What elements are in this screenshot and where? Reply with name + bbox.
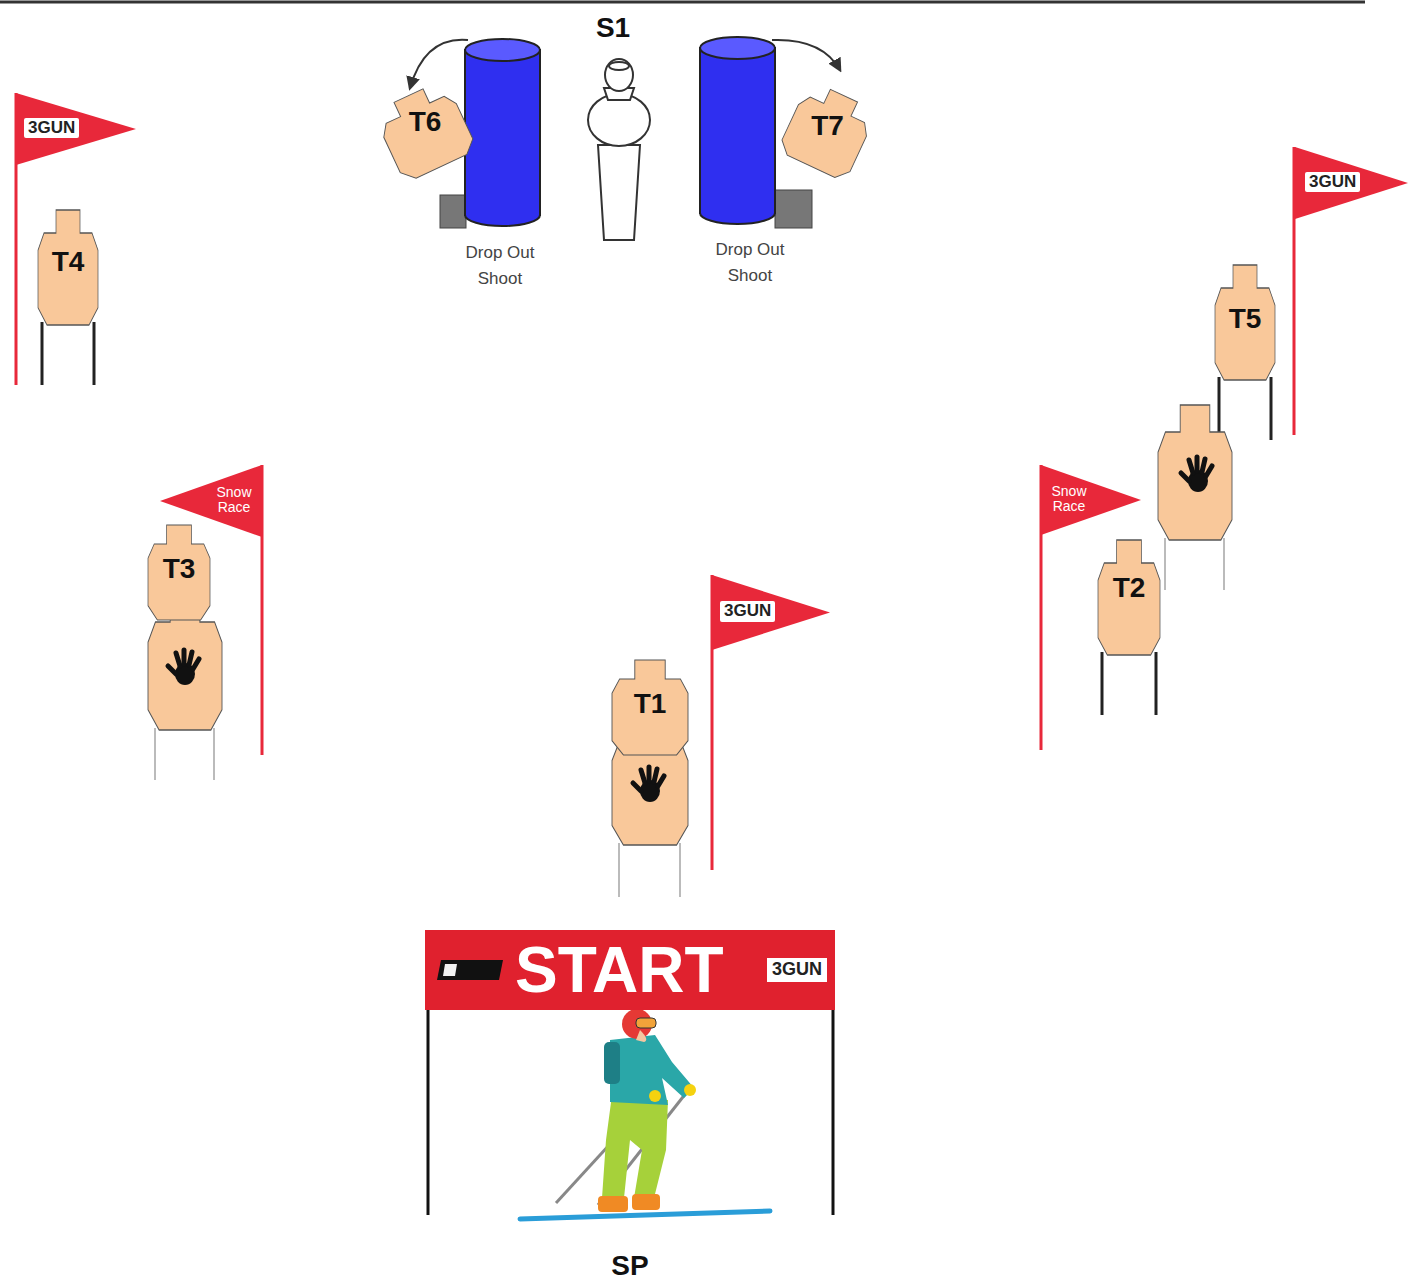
target-shape [612,660,688,755]
text-holder: 3GUN [1295,147,1408,219]
text-holder: T3 [148,525,210,620]
text-holder: T7 [790,92,865,170]
logo-text: 3GUN [767,958,827,982]
course-flag: Snow Race [160,465,262,537]
target-note: Drop Out Shoot [450,240,550,291]
target-number: T3 [163,555,196,583]
target-shape [1215,265,1275,380]
shooter-figure [588,59,650,240]
flag-shape [712,575,830,650]
start-banner: START 3GUN [425,930,835,1010]
flag-text: Snow Race [1047,484,1091,513]
swing-arrow [410,40,468,88]
paper-target: T1 [612,660,688,755]
paper-target: T4 [38,210,98,325]
paper-target: T5 [1215,265,1275,380]
target-number: T7 [811,112,844,140]
target-shape [1098,540,1160,655]
text-holder: Snow Race [1041,465,1141,535]
flag-shape [16,93,136,165]
flag-pole [16,93,1294,870]
no-shoot-target [1158,405,1232,540]
swing-arrow [772,40,840,70]
flag-shape [1041,465,1141,535]
target-stand [42,322,1271,715]
target-number: T1 [634,690,667,718]
text-holder: T6 [385,92,465,170]
text-holder: Snow Race [160,465,262,537]
text-holder: T1 [612,660,688,755]
target-shape [148,525,210,620]
flag-text: 3GUN [720,601,775,622]
base-plate [775,190,812,228]
banner-post [428,1005,833,1215]
top-rule [0,1,1365,4]
paper-target: T2 [1098,540,1160,655]
course-flag: Snow Race [1041,465,1141,535]
target-shape [38,210,98,325]
skier-figure [520,1009,770,1219]
flag-text: Snow Race [212,485,256,514]
target-number: T4 [52,248,85,276]
flag-text: 3GUN [1305,172,1360,193]
text-holder: T2 [1098,540,1160,655]
target-shape [777,80,878,182]
base-plate [440,195,466,228]
course-flag: 3GUN [16,93,136,165]
blue-barrel [465,39,540,226]
text-holder: 3GUN [16,93,136,165]
no-shoot-stand [155,538,1224,897]
target-shape [372,79,477,184]
paper-target: T6 [385,92,465,170]
target-number: T6 [409,108,442,136]
position-label: S1 [596,12,630,44]
text-holder: 3GUN [712,575,830,650]
target-number: T2 [1113,574,1146,602]
course-flag: 3GUN [1295,147,1408,219]
target-number: T5 [1229,305,1262,333]
paper-target: T3 [148,525,210,620]
text-holder: START 3GUN [425,930,835,1010]
banner-title: START [515,938,724,1002]
course-flag: 3GUN [712,575,830,650]
flag-shape [1295,147,1408,219]
blue-barrel [700,37,775,224]
target-note: Drop Out Shoot [700,237,800,288]
text-holder: T4 [38,210,98,325]
paper-target: T7 [790,92,865,170]
flag-text: 3GUN [24,118,79,139]
position-label: SP [611,1250,648,1282]
text-holder: T5 [1215,265,1275,380]
